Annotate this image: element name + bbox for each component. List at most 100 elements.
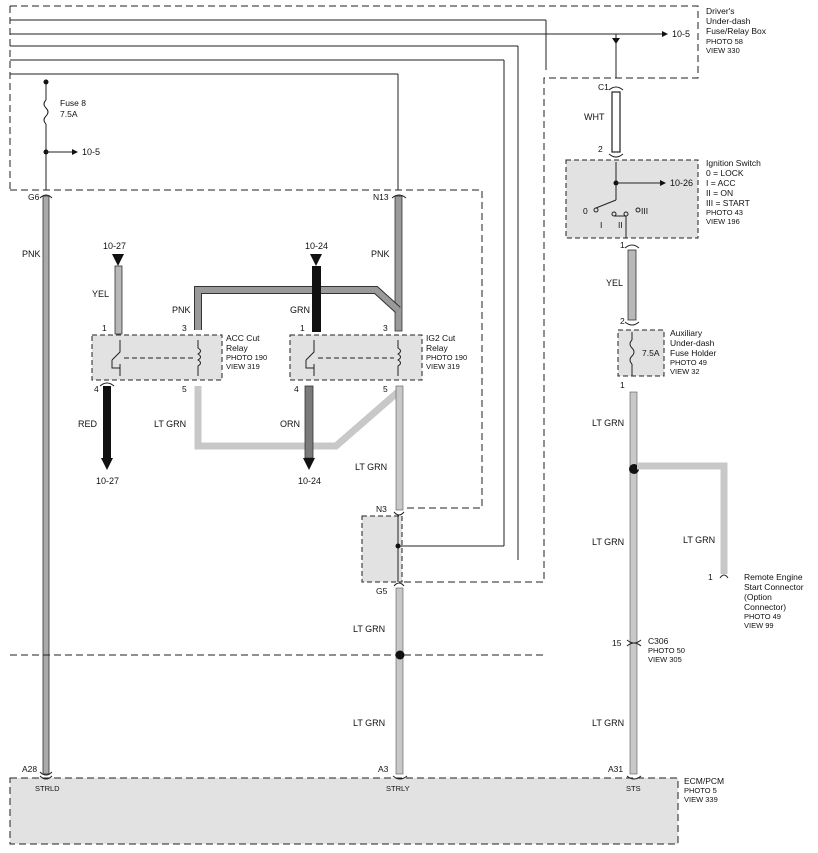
acc-relay-title-2: Relay: [226, 343, 248, 353]
wire-grn: [310, 254, 322, 332]
fuse-box-title-3: Fuse/Relay Box: [706, 26, 767, 36]
wire-pnk-n13: [391, 194, 407, 332]
pin-sw-1: 1: [620, 240, 625, 250]
wire-label-pnk-mid: PNK: [371, 249, 390, 259]
wire-ltgrn-remote: [637, 462, 728, 574]
ref-ig2-in: 10-24: [305, 241, 328, 251]
sw-pos-1: I: [600, 220, 602, 230]
ref-10-26: 10-26: [670, 178, 693, 188]
wire-label-red: RED: [78, 419, 98, 429]
wire-label-wht: WHT: [584, 112, 605, 122]
sw-pos-3: III: [641, 206, 648, 216]
pin-n13: N13: [373, 192, 389, 202]
remote-title-2: Start Connector: [744, 582, 804, 592]
wire-ltgrn-n3: [395, 385, 404, 511]
wire-pnk-left: [39, 194, 53, 776]
fuse-box-view: VIEW 330: [706, 46, 740, 55]
pin-g5: G5: [376, 586, 388, 596]
c306-pin: 15: [612, 638, 622, 648]
aux-fuse-holder: [617, 329, 665, 377]
ign-sw-state-2: II = ON: [706, 188, 733, 198]
ecm-terminal-strly: STRLY: [386, 784, 410, 793]
pin-a31: A31: [608, 764, 623, 774]
wire-label-orn: ORN: [280, 419, 300, 429]
wire-wht: [608, 86, 624, 158]
ref-acc-in: 10-27: [103, 241, 126, 251]
fuse-box-title-2: Under-dash: [706, 16, 751, 26]
c306-photo: PHOTO 50: [648, 646, 685, 655]
c306-view: VIEW 305: [648, 655, 682, 664]
fuse-box-title-1: Driver's: [706, 6, 735, 16]
pin-a28: A28: [22, 764, 37, 774]
wire-label-ltgrn-acc: LT GRN: [154, 419, 186, 429]
acc-relay-view: VIEW 319: [226, 362, 260, 371]
ecm-title: ECM/PCM: [684, 776, 724, 786]
wire-ltgrn-a3: [395, 587, 404, 775]
acc-relay-pin1: 1: [102, 323, 107, 333]
wire-orn: [303, 385, 315, 470]
ig2-relay-view: VIEW 319: [426, 362, 460, 371]
ig2-relay-pin5: 5: [383, 384, 388, 394]
ref-10-5-fuse8: 10-5: [82, 147, 100, 157]
junction-block-n3-g5: [361, 511, 504, 587]
sw-pos-0: 0: [583, 206, 588, 216]
ign-sw-title: Ignition Switch: [706, 158, 761, 168]
acc-relay-pin4: 4: [94, 384, 99, 394]
wire-ltgrn-a31: [629, 391, 638, 775]
wire-label-ltgrn-remote: LT GRN: [683, 535, 715, 545]
ig2-relay-pin4: 4: [294, 384, 299, 394]
ig2-relay-pin1: 1: [300, 323, 305, 333]
acc-relay-pin3: 3: [182, 323, 187, 333]
aux-fuse-title-3: Fuse Holder: [670, 348, 716, 358]
aux-fuse-rating: 7.5A: [642, 348, 660, 358]
wire-label-ltgrn-r1: LT GRN: [592, 418, 624, 428]
wire-label-yel-sw: YEL: [606, 278, 623, 288]
wire-label-ltgrn-r3: LT GRN: [592, 718, 624, 728]
pin-c1: C1: [598, 82, 609, 92]
fuse-box-bus: [10, 19, 668, 560]
remote-view: VIEW 99: [744, 621, 774, 630]
acc-relay-title-1: ACC Cut: [226, 333, 260, 343]
aux-fuse-photo: PHOTO 49: [670, 358, 707, 367]
pin-aux-2: 2: [620, 316, 625, 326]
ign-sw-state-3: III = START: [706, 198, 750, 208]
c306-name: C306: [648, 636, 669, 646]
remote-title-1: Remote Engine: [744, 572, 803, 582]
wire-red: [99, 382, 115, 470]
aux-fuse-title-2: Under-dash: [670, 338, 715, 348]
wire-yel-acc: [112, 254, 124, 335]
aux-fuse-view: VIEW 32: [670, 367, 700, 376]
connector-c306: [626, 639, 642, 647]
wire-ltgrn-acc-loop: [194, 386, 401, 450]
acc-relay-photo: PHOTO 190: [226, 353, 267, 362]
pin-n3: N3: [376, 504, 387, 514]
ign-sw-photo: PHOTO 43: [706, 208, 743, 217]
ecm-terminal-strld: STRLD: [35, 784, 60, 793]
ref-ig2-out: 10-24: [298, 476, 321, 486]
ref-10-5-top: 10-5: [672, 29, 690, 39]
ecm-view: VIEW 339: [684, 795, 718, 804]
ig2-relay-title-1: IG2 Cut: [426, 333, 456, 343]
wire-label-yel-acc: YEL: [92, 289, 109, 299]
wire-label-ltgrn-r2: LT GRN: [592, 537, 624, 547]
ecm-terminal-sts: STS: [626, 784, 641, 793]
ref-acc-out: 10-27: [96, 476, 119, 486]
wire-label-ltgrn-3: LT GRN: [353, 718, 385, 728]
ecm-photo: PHOTO 5: [684, 786, 717, 795]
wire-label-pnk-left: PNK: [22, 249, 41, 259]
pin-aux-1: 1: [620, 380, 625, 390]
ign-sw-state-1: I = ACC: [706, 178, 736, 188]
wire-label-grn: GRN: [290, 305, 310, 315]
wire-yel-switch: [624, 244, 640, 326]
fuse8-name: Fuse 8: [60, 98, 86, 108]
wire-label-pnk-relay: PNK: [172, 305, 191, 315]
sw-pos-2: II: [618, 220, 623, 230]
ecm-pcm: [9, 775, 679, 845]
pin-remote-1: 1: [708, 572, 713, 582]
pin-c1-2: 2: [598, 144, 603, 154]
remote-title-3: (Option: [744, 592, 772, 602]
fuse-box-photo: PHOTO 58: [706, 37, 743, 46]
ignition-switch: [565, 159, 699, 239]
acc-cut-relay: [91, 334, 223, 381]
